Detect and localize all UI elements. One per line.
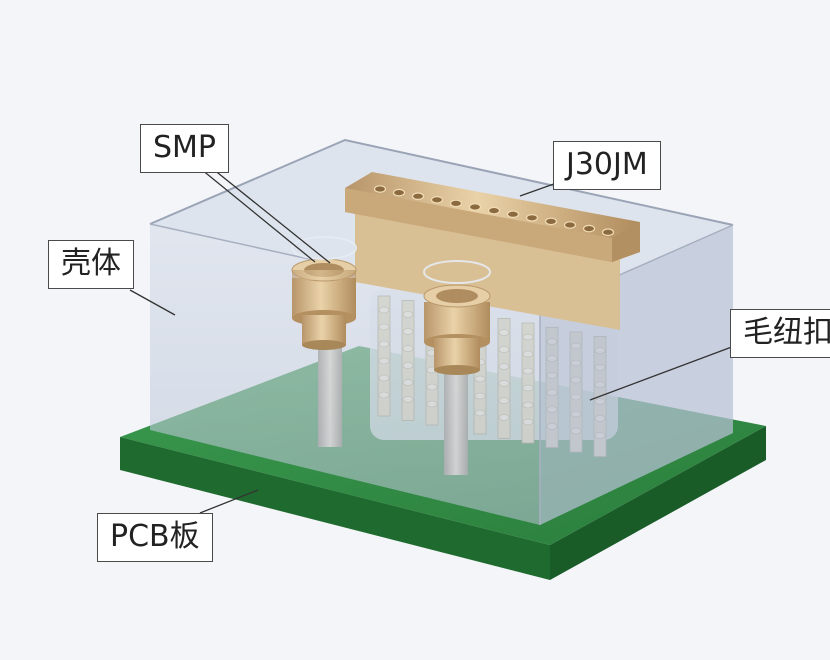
j30jm-contact-holes	[373, 185, 615, 237]
label-j30jm: J30JM	[553, 141, 661, 190]
j30jm-contact-hole	[506, 210, 520, 219]
pcb-front-face	[120, 437, 550, 580]
j30jm-contact-hole	[449, 199, 463, 208]
smp-connector-left	[291, 236, 357, 350]
leader-smp-2	[207, 164, 331, 264]
leader-pcb	[199, 489, 259, 514]
j30jm-contact-hole	[411, 192, 425, 201]
label-housing: 壳体	[48, 240, 134, 289]
smp-connector-right	[423, 260, 491, 375]
j30jm-contact-hole	[430, 196, 444, 204]
leader-fuzz-button	[589, 344, 738, 401]
j30jm-contact-hole	[563, 221, 577, 229]
j30jm-contact-hole	[392, 188, 406, 197]
leader-smp	[195, 164, 316, 263]
label-fuzz-button: 毛纽扣	[730, 309, 830, 358]
j30jm-contact-hole	[525, 214, 539, 222]
j30jm-contact-hole	[601, 228, 615, 237]
j30jm-contact-hole	[487, 206, 501, 215]
j30jm-contact-hole	[468, 203, 482, 211]
j30jm-contact-hole	[373, 185, 387, 193]
label-pcb: PCB板	[97, 513, 213, 562]
leader-housing	[129, 289, 176, 316]
j30jm-contact-hole	[582, 224, 596, 233]
label-smp: SMP	[140, 124, 230, 173]
j30jm-contact-hole	[544, 217, 558, 226]
pcb-side-face	[550, 426, 766, 580]
